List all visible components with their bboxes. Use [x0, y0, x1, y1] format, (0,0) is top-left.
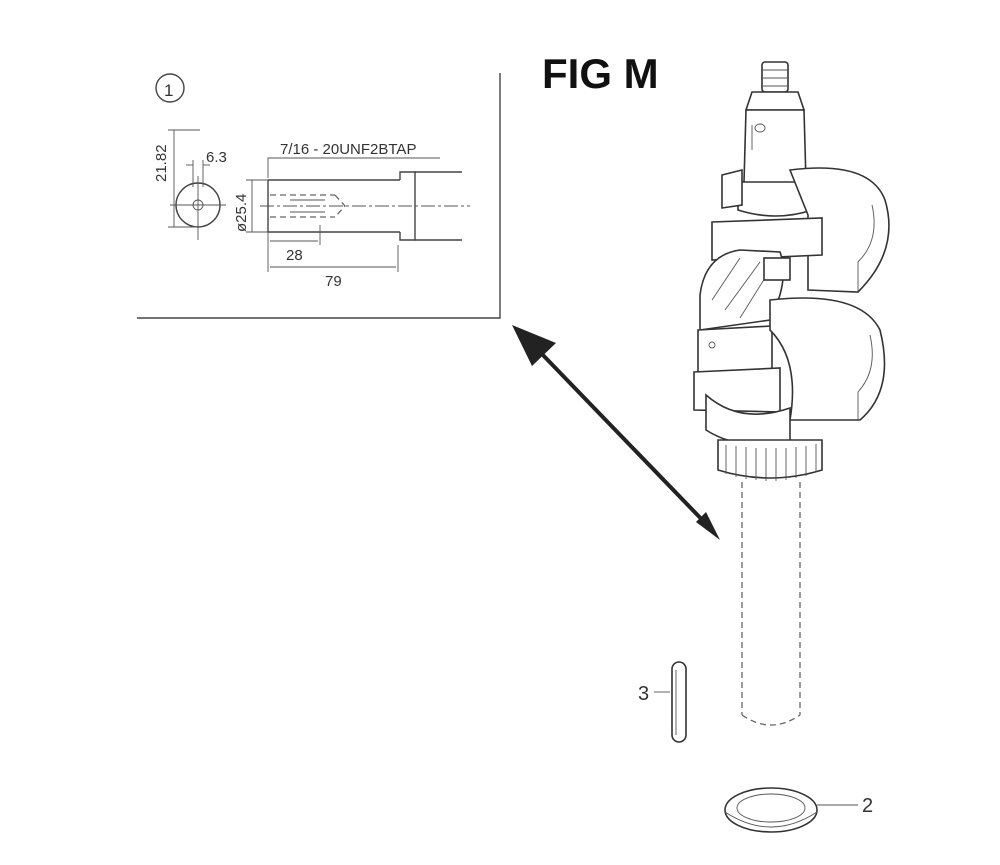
crankshaft: [693, 61, 890, 726]
shaft-side-view: [246, 157, 470, 272]
detail-inset: 1 21.82 6.3: [137, 73, 501, 319]
detail-pointer-arrow: [512, 325, 720, 540]
detail-callout-number: 1: [164, 81, 173, 100]
part-seal-ring: [724, 787, 858, 833]
dim-21-82: 21.82: [153, 144, 170, 182]
dim-28: 28: [286, 247, 303, 264]
detail-callout-circle: [155, 73, 185, 103]
dim-25-4: ø25.4: [233, 194, 250, 232]
shaft-end-view: [168, 129, 226, 240]
figure-title: FIG M: [542, 50, 659, 97]
thread-spec: 7/16 - 20UNF2BTAP: [280, 141, 416, 158]
part-pin: [654, 661, 687, 743]
output-shaft-dashed: [741, 482, 801, 726]
timing-gear: [717, 439, 823, 481]
dim-6-3: 6.3: [206, 149, 227, 166]
dim-79: 79: [325, 273, 342, 290]
part-number-2: 2: [862, 795, 873, 817]
inset-frame: [137, 73, 501, 319]
part-number-3: 3: [638, 683, 649, 705]
